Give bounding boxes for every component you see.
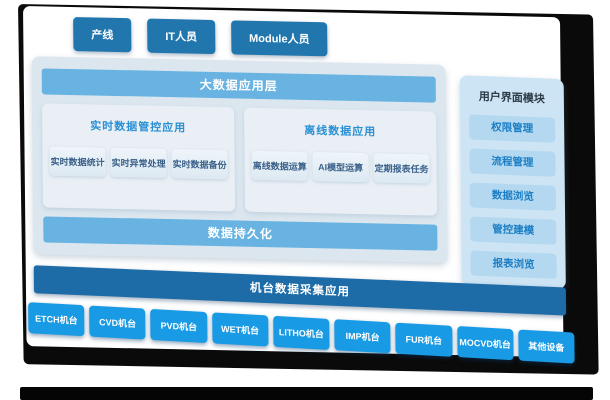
panels-row: 实时数据管控应用 实时数据统计 实时异常处理 实时数据备份 离线数据应用 离线数… (42, 103, 438, 216)
machine-chip-mocvd: MOCVD机台 (456, 326, 514, 361)
actor-chip-production-line: 产线 (73, 17, 132, 53)
ui-module-item-permissions: 权限管理 (469, 114, 556, 143)
ui-module-item-control-modeling: 管控建模 (470, 216, 557, 245)
realtime-item-backup: 实时数据备份 (171, 149, 228, 180)
realtime-panel-title: 实时数据管控应用 (90, 120, 187, 135)
realtime-item-anomaly: 实时异常处理 (110, 147, 167, 179)
offline-boxes-row: 离线数据运算 AI模型运算 定期报表任务 (250, 150, 432, 184)
data-persistence-bar: 数据持久化 (43, 216, 438, 251)
actor-chip-module-staff: Module人员 (230, 20, 328, 57)
ui-module-item-data-browse: 数据浏览 (469, 182, 557, 211)
machine-chip-cvd: CVD机台 (89, 305, 146, 340)
machine-chip-pvd: PVD机台 (150, 308, 208, 344)
machine-chip-wet: WET机台 (211, 312, 269, 347)
ui-module-item-workflow: 流程管理 (469, 148, 556, 177)
actor-chip-it-staff: IT人员 (147, 18, 216, 55)
machine-chip-other-equipment: 其他设备 (518, 329, 575, 364)
actors-row: 产线 IT人员 Module人员 (73, 17, 328, 57)
slab-shadow (20, 387, 593, 400)
ui-modules-title: 用户界面模块 (478, 90, 545, 106)
machine-chip-etch: ETCH机台 (28, 302, 85, 337)
offline-panel-title: 离线数据应用 (304, 124, 377, 139)
offline-item-compute: 离线数据运算 (251, 150, 308, 181)
offline-item-report-task: 定期报表任务 (373, 153, 430, 184)
ui-module-item-report-browse: 报表浏览 (470, 250, 557, 279)
realtime-control-panel: 实时数据管控应用 实时数据统计 实时异常处理 实时数据备份 (42, 103, 236, 212)
machine-chip-litho: LITHO机台 (273, 315, 330, 350)
realtime-boxes-row: 实时数据统计 实时异常处理 实时数据备份 (47, 146, 229, 180)
offline-item-ai-model: AI模型运算 (312, 152, 369, 183)
offline-data-panel: 离线数据应用 离线数据运算 AI模型运算 定期报表任务 (244, 107, 438, 216)
main-panel: 大数据应用层 实时数据管控应用 实时数据统计 实时异常处理 实时数据备份 离线数… (31, 56, 448, 263)
realtime-item-statistics: 实时数据统计 (49, 146, 106, 177)
machine-chip-fur: FUR机台 (395, 322, 453, 357)
big-data-app-layer-bar: 大数据应用层 (41, 68, 436, 103)
machine-chip-imp: IMP机台 (334, 319, 391, 354)
slide: 产线 IT人员 Module人员 大数据应用层 实时数据管控应用 实时数据统计 … (23, 6, 575, 364)
ui-modules-panel: 用户界面模块 权限管理 流程管理 数据浏览 管控建模 报表浏览 (459, 75, 566, 290)
